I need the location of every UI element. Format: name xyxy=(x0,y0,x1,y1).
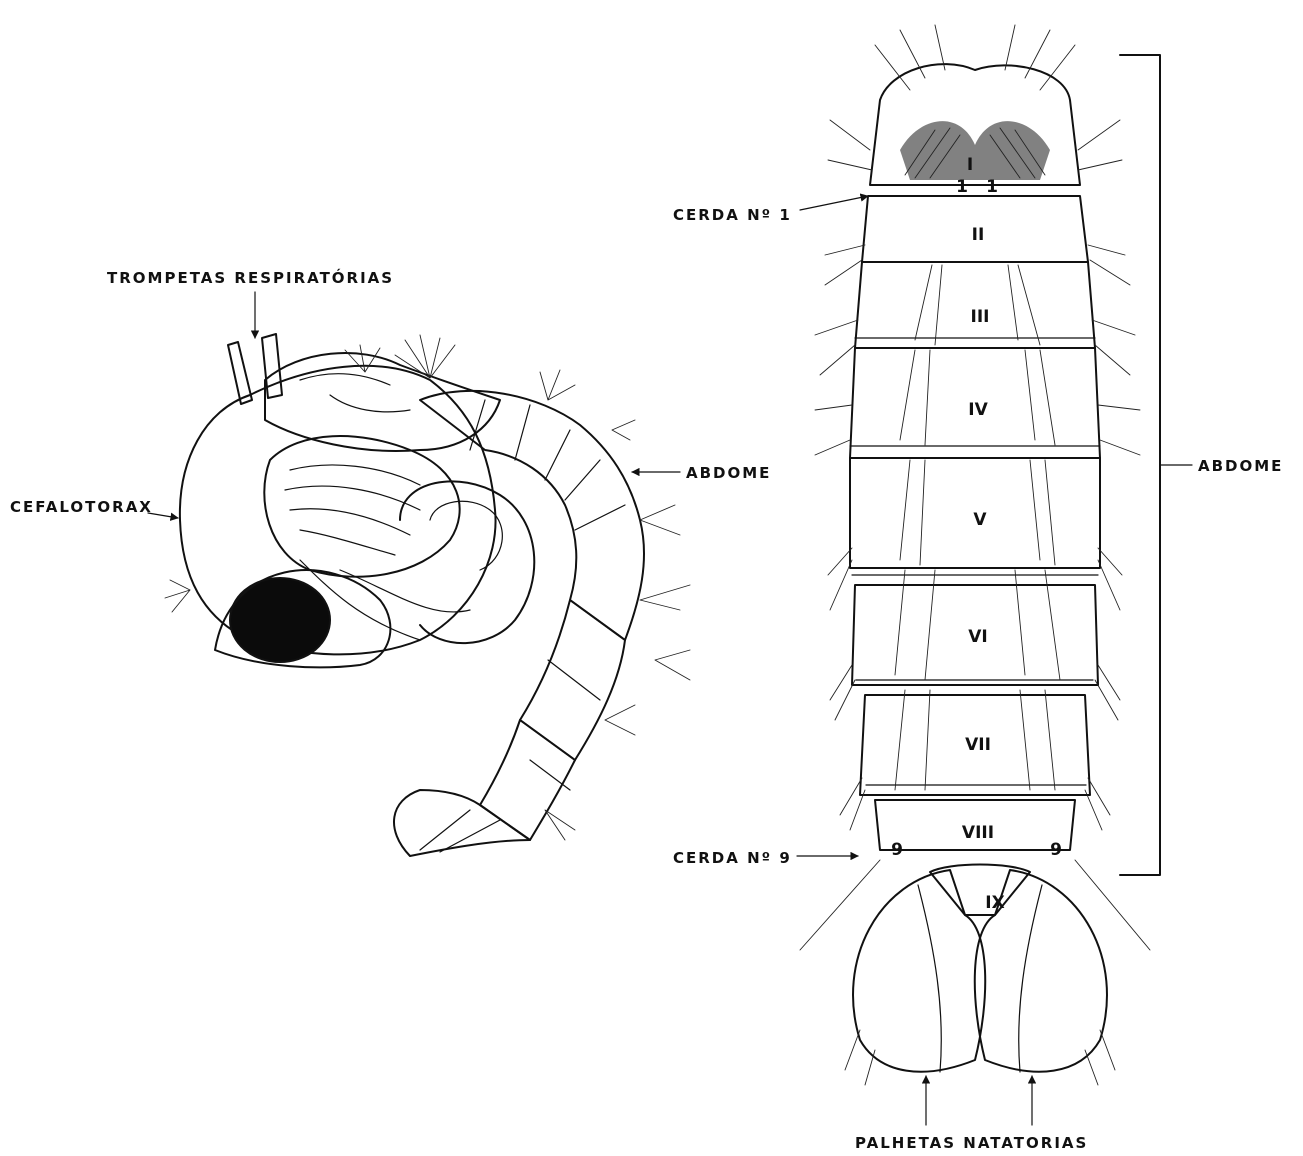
seta-number-9-right: 9 xyxy=(1050,840,1062,860)
segment-label-II: II xyxy=(972,225,985,245)
lateral-setae xyxy=(165,335,690,840)
segment-label-III: III xyxy=(971,307,990,327)
segment-label-VI: VI xyxy=(968,627,987,647)
label-abdome-right: ABDOME xyxy=(1198,457,1283,475)
abdomen-bracket xyxy=(1120,55,1160,875)
cephalothorax-drawing xyxy=(180,353,500,667)
pupa-lateral-view xyxy=(148,292,690,856)
label-abdome-left: ABDOME xyxy=(686,464,771,482)
label-palhetas-natatorias: PALHETAS NATATORIAS xyxy=(855,1134,1088,1152)
label-cerda-1: CERDA Nº 1 xyxy=(673,206,792,224)
paddle-lateral xyxy=(394,790,530,856)
segment-label-VII: VII xyxy=(965,735,991,755)
segment-label-I: I xyxy=(967,155,973,175)
seta-number-1-left: 1 xyxy=(956,177,968,197)
seta-number-1-right: 1 xyxy=(986,177,998,197)
segment-IX-plate xyxy=(930,865,1030,916)
segment-label-VIII: VIII xyxy=(962,823,994,843)
label-cefalotorax: CEFALOTORAX xyxy=(10,498,153,516)
paddle-left xyxy=(853,870,985,1072)
label-cerda-9: CERDA Nº 9 xyxy=(673,849,792,867)
seta-number-9-left: 9 xyxy=(891,840,903,860)
compound-eye xyxy=(230,578,330,662)
segment-label-IX: IX xyxy=(985,893,1004,913)
cerda1-arrow xyxy=(800,196,868,210)
label-trompetas-respiratorias: TROMPETAS RESPIRATÓRIAS xyxy=(107,268,394,287)
segment-label-V: V xyxy=(973,510,987,530)
segment-label-IV: IV xyxy=(968,400,988,420)
